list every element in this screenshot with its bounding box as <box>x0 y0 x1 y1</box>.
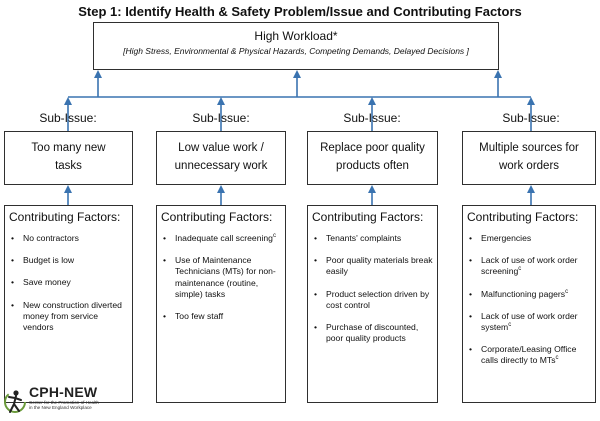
factors-heading: Contributing Factors: <box>9 210 121 224</box>
sub-issue-label-3: Sub-Issue: <box>343 111 401 125</box>
factors-box-2: Contributing Factors: Inadequate call sc… <box>156 205 286 403</box>
factor-item: Lack of use of work order screeningc <box>467 255 591 277</box>
factor-item: No contractors <box>9 233 128 244</box>
factor-item: Inadequate call screeningc <box>161 233 281 244</box>
logo-tagline-2: in the New England Workplace <box>29 405 92 411</box>
factor-item: Product selection driven by cost control <box>312 289 433 311</box>
factor-item: Budget is low <box>9 255 128 266</box>
factors-box-3: Contributing Factors: Tenants' complaint… <box>307 205 438 403</box>
worker-figure-icon <box>4 390 26 413</box>
sub-issue-box-3: Replace poor quality products often <box>307 131 438 185</box>
factors-list: Inadequate call screeningc Use of Mainte… <box>161 233 281 322</box>
logo-name: CPH-NEW <box>29 384 98 400</box>
sub-issue-title: Low value work / unnecessary work <box>174 142 268 172</box>
sub-issue-box-2: Low value work / unnecessary work <box>156 131 286 185</box>
problem-detail: [High Stress, Environmental & Physical H… <box>123 46 469 56</box>
factor-item: Emergencies <box>467 233 591 244</box>
factors-list: Emergencies Lack of use of work order sc… <box>467 233 591 366</box>
page-title: Step 1: Identify Health & Safety Problem… <box>78 4 522 19</box>
sub-issue-title: Replace poor quality products often <box>320 142 425 172</box>
sub-issue-label-2: Sub-Issue: <box>192 111 250 125</box>
factor-item: Lack of use of work order systemc <box>467 311 591 333</box>
sub-issue-label-4: Sub-Issue: <box>502 111 560 125</box>
factor-item: Too few staff <box>161 311 281 322</box>
factor-item: New construction diverted money from ser… <box>9 300 128 334</box>
factors-heading: Contributing Factors: <box>467 210 579 224</box>
problem-box: High Workload* [High Stress, Environment… <box>93 22 499 70</box>
logo-tagline-1: Center for the Promotion of Health <box>29 400 99 405</box>
factors-box-4: Contributing Factors: Emergencies Lack o… <box>462 205 596 403</box>
factor-item: Purchase of discounted, poor quality pro… <box>312 322 433 344</box>
factors-list: Tenants' complaints Poor quality materia… <box>312 233 433 344</box>
cph-new-logo: CPH-NEW Center for the Promotion of Heal… <box>4 384 144 418</box>
factor-item: Save money <box>9 277 128 288</box>
sub-issue-box-1: Too many new tasks <box>4 131 133 185</box>
factor-item: Poor quality materials break easily <box>312 255 433 277</box>
factors-heading: Contributing Factors: <box>161 210 273 224</box>
problem-label: High Workload* <box>254 29 338 43</box>
factors-box-1: Contributing Factors: No contractors Bud… <box>4 205 133 403</box>
factor-item: Use of Maintenance Technicians (MTs) for… <box>161 255 281 300</box>
sub-issue-label-1: Sub-Issue: <box>39 111 97 125</box>
factors-list: No contractors Budget is low Save money … <box>9 233 128 333</box>
factor-item: Corporate/Leasing Office calls directly … <box>467 344 591 366</box>
sub-issue-title: Too many new tasks <box>31 142 106 172</box>
sub-issue-title: Multiple sources for work orders <box>479 142 579 172</box>
factor-item: Tenants' complaints <box>312 233 433 244</box>
factor-item: Malfunctioning pagersc <box>467 289 591 300</box>
sub-issue-box-4: Multiple sources for work orders <box>462 131 596 185</box>
factors-heading: Contributing Factors: <box>312 210 424 224</box>
